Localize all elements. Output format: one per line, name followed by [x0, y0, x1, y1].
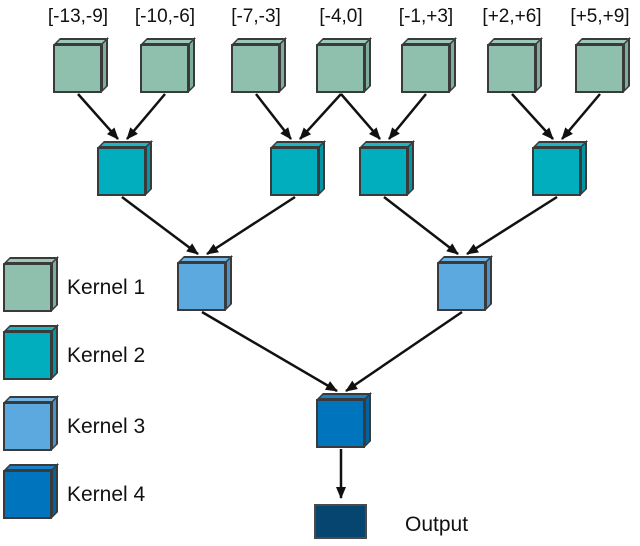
legend-label-kernel4: Kernel 4: [67, 483, 146, 506]
input-range-label-4: [-4,0]: [319, 6, 363, 27]
arrow-input6-k2-4: [511, 93, 554, 140]
input-range-label-1: [-13,-9]: [47, 6, 109, 27]
input-range-label-6: [+2,+6]: [482, 6, 542, 27]
legend-swatch-kernel1: [3, 263, 52, 312]
level3-cube-1: [177, 262, 226, 311]
arrow-k2-1-k3-1: [121, 196, 199, 255]
legend-label-kernel3: Kernel 3: [67, 415, 146, 438]
level2-cube-3: [359, 147, 408, 196]
arrow-input5-k2-3: [388, 93, 427, 140]
arrow-input7-k2-4: [561, 93, 601, 140]
input-cube-5: [401, 44, 450, 93]
arrow-k2-3-k3-2: [383, 196, 459, 255]
level4-cube: [316, 399, 365, 448]
input-cube-6: [487, 44, 536, 93]
arrow-k3-1-k4-1: [201, 310, 338, 393]
input-cube-7: [575, 44, 624, 93]
arrow-input2-k2-1: [126, 93, 166, 140]
arrow-k3-2-k4-1: [345, 310, 463, 393]
level2-cube-1: [97, 147, 146, 196]
legend-swatch-kernel3: [3, 402, 52, 451]
input-range-label-5: [-1,+3]: [398, 6, 454, 27]
input-cube-3: [231, 44, 280, 93]
arrow-input1-k2-1: [77, 93, 119, 140]
legend-swatch-kernel4: [3, 470, 52, 519]
input-range-label-7: [+5,+9]: [570, 6, 630, 27]
level2-cube-4: [532, 147, 581, 196]
output-block: [314, 504, 367, 539]
legend-swatch-kernel2: [3, 331, 52, 380]
output-label: Output: [405, 513, 469, 536]
input-cube-1: [53, 44, 102, 93]
arrow-input4-k2-2: [299, 93, 342, 140]
arrow-k2-4-k3-2: [466, 195, 558, 256]
legend-label-kernel2: Kernel 2: [67, 344, 146, 367]
arrow-k2-2-k3-1: [206, 195, 296, 256]
input-range-label-3: [-7,-3]: [231, 6, 281, 27]
level3-cube-2: [437, 262, 486, 311]
input-cube-4: [316, 44, 365, 93]
arrow-input4-k2-3: [340, 93, 381, 140]
arrow-input3-k2-2: [255, 93, 292, 140]
input-range-label-2: [-10,-6]: [134, 6, 196, 27]
input-cube-2: [140, 44, 189, 93]
level2-cube-2: [270, 147, 319, 196]
legend-label-kernel1: Kernel 1: [67, 276, 146, 299]
